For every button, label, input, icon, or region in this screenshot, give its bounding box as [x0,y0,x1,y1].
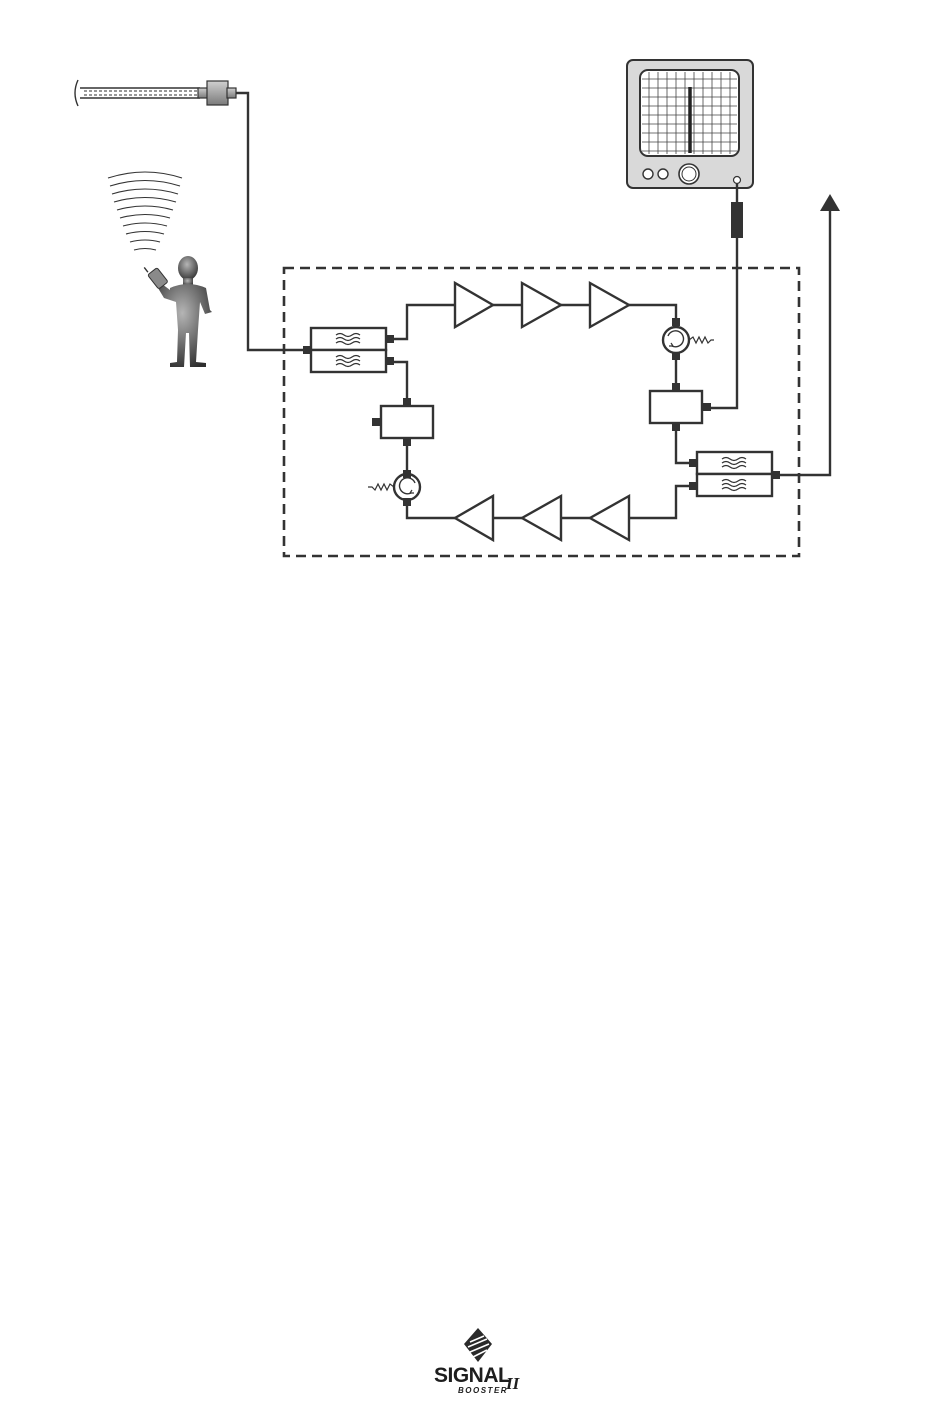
downlink-wire-d [407,505,455,518]
downlink-wire-f [394,362,407,400]
uplink-wire-f [676,428,690,463]
logo-numeral: II [506,1374,519,1394]
downlink-amplifier-3 [455,496,493,540]
monitor-button-2 [658,169,668,179]
downlink-isolator [368,474,420,500]
logo-signal-word: SIGNAL [434,1364,510,1388]
termination-resistor-icon [689,337,714,343]
downlink-wire-a [629,486,690,518]
donor-antenna-arrow [778,194,840,475]
downlink-amplifier-2 [522,496,561,540]
logo-booster-word: BOOSTER [458,1386,508,1395]
uplink-amplifier-2 [522,283,561,327]
cable-connector [198,81,236,105]
input-duplexer [311,328,386,372]
uplink-wire-a [394,305,455,339]
feeder-line [236,93,306,350]
uplink-wire-d [629,305,676,322]
uplink-isolator [663,327,714,353]
monitor-button-1 [643,169,653,179]
signal-booster-block-diagram [0,0,944,600]
leaky-feeder-cable [75,80,200,106]
uplink-coupler [650,391,702,423]
downlink-amplifier-1 [590,496,629,540]
output-duplexer [697,452,772,496]
uplink-amplifier-1 [455,283,493,327]
signal-waves [108,172,182,250]
termination-resistor-icon [368,484,394,490]
person-with-handheld-radio [143,256,212,367]
spectrum-analyzer-monitor [627,60,753,188]
monitor-input-jack [734,177,741,184]
downlink-coupler [381,406,433,438]
logo-diamond-icon [462,1328,494,1364]
uplink-amplifier-3 [590,283,629,327]
signal-booster-logo: SIGNAL BOOSTER II [424,1328,534,1398]
test-cable-connector [731,202,743,238]
